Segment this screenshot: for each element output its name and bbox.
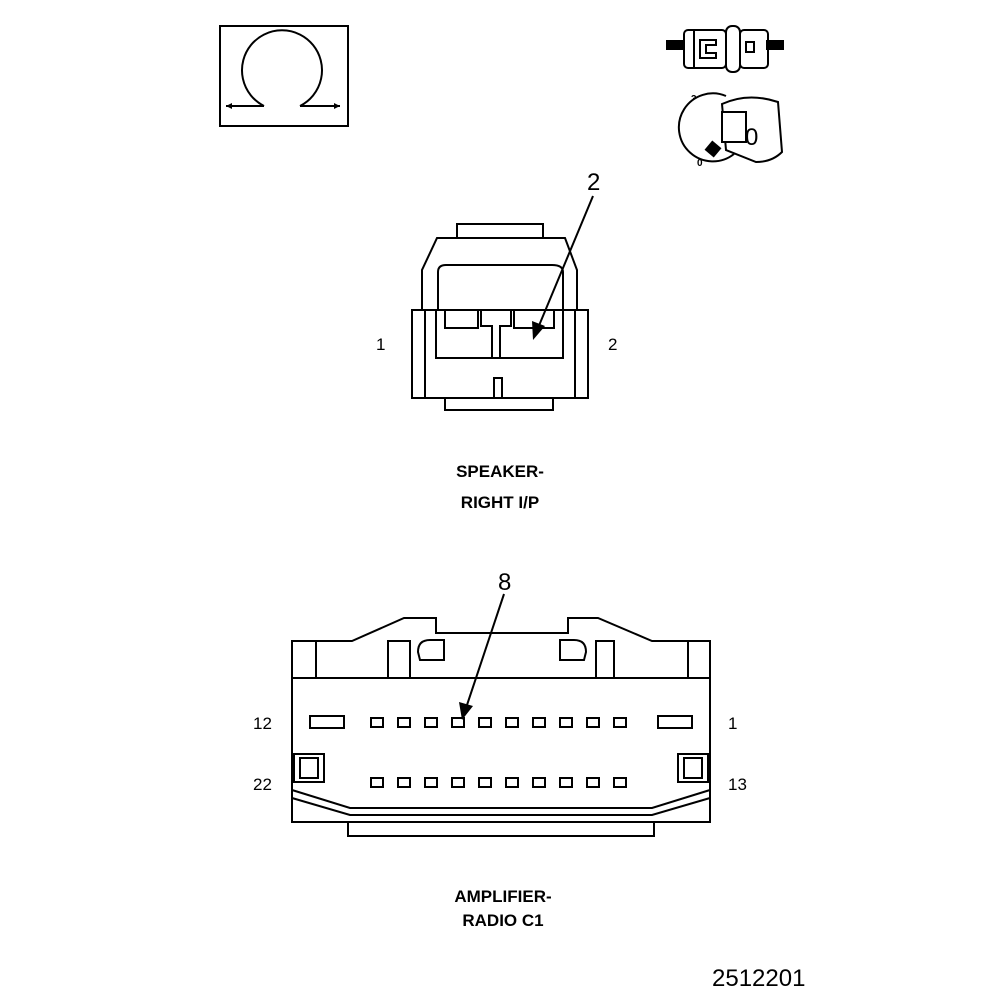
amplifier-connector-title-line2: RADIO C1 (462, 911, 543, 930)
bottom-row-pin-cavity (424, 777, 438, 788)
speaker-pin-1-label: 1 (376, 335, 385, 354)
top-row-pin-cavity (370, 717, 384, 728)
bottom-row-pin-cavity (505, 777, 519, 788)
amplifier-pin-12-label: 12 (253, 714, 272, 733)
top-row-pin-cavity (478, 717, 492, 728)
speaker-pin-2-label: 2 (608, 335, 617, 354)
bottom-row-pin-cavity (397, 777, 411, 788)
speaker-connector: 1 2 2 SPEAKER- RIGHT I/P (376, 169, 617, 512)
bottom-row-pin-cavity (586, 777, 600, 788)
bottom-row-pin-cavity (370, 777, 384, 788)
top-row-pin-cavity (505, 717, 519, 728)
ignition-key-icon: 3 2 1 0 0 (677, 92, 784, 169)
amplifier-callout-number: 8 (498, 569, 511, 596)
amplifier-bottom-pin-row (370, 777, 627, 788)
top-row-pin-cavity (559, 717, 573, 728)
amplifier-top-pin-row (370, 717, 627, 728)
ignition-position-0: 0 (697, 158, 703, 169)
top-row-pin-cavity (586, 717, 600, 728)
top-row-pin-cavity (424, 717, 438, 728)
figure-id: 2512201 (712, 965, 805, 992)
amplifier-pin-22-label: 22 (253, 775, 272, 794)
amplifier-pin-1-label: 1 (728, 714, 737, 733)
bottom-row-pin-cavity (478, 777, 492, 788)
top-row-pin-cavity (397, 717, 411, 728)
speaker-connector-title-line2: RIGHT I/P (461, 493, 539, 512)
top-row-pin-cavity (613, 717, 627, 728)
top-row-pin-cavity (451, 717, 465, 728)
amplifier-connector-title-line1: AMPLIFIER- (454, 887, 551, 906)
bottom-row-pin-cavity (451, 777, 465, 788)
bottom-row-pin-cavity (613, 777, 627, 788)
speaker-connector-title-line1: SPEAKER- (456, 462, 544, 481)
bottom-row-pin-cavity (532, 777, 546, 788)
connector-disconnect-icon (666, 25, 784, 73)
ignition-key-label: 0 (745, 124, 758, 151)
top-row-pin-cavity (532, 717, 546, 728)
amplifier-pin-13-label: 13 (728, 775, 747, 794)
amplifier-connector: 12 1 22 13 8 AMPLIFIER- RADIO C1 (253, 569, 747, 930)
ohm-meter-icon (219, 25, 349, 127)
bottom-row-pin-cavity (559, 777, 573, 788)
speaker-callout-number: 2 (587, 169, 600, 196)
